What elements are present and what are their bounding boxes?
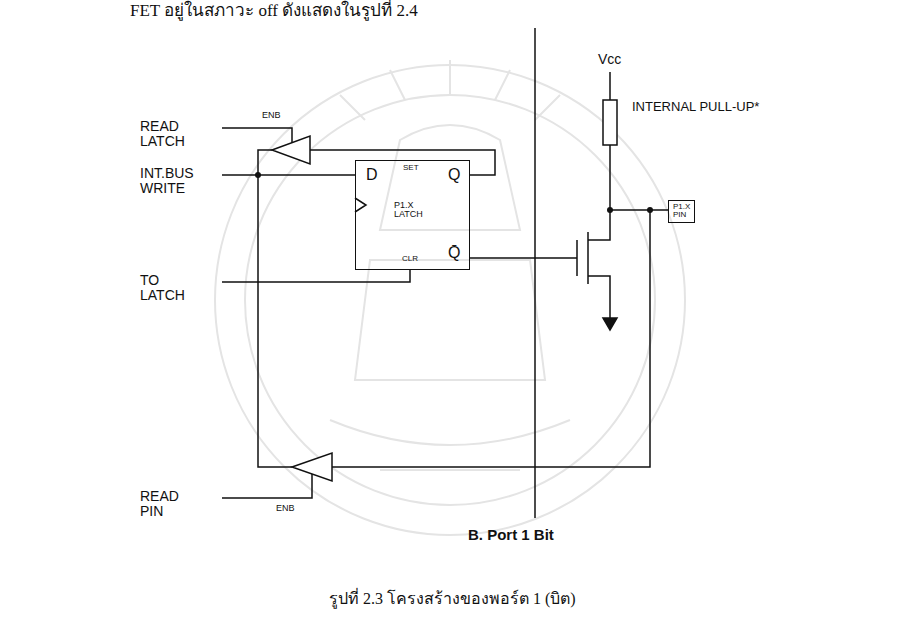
signal-name: TO LATCH [140,273,185,304]
figure-caption: รูปที่ 2.3 โครงสร้างของพอร์ต 1 (บิต) [329,590,576,608]
junction-dot [647,207,653,213]
pin-box: P1.X PIN [668,200,695,223]
watermark-emblem [330,60,570,470]
ground-arrow [603,318,617,330]
pin-name: SET [403,164,419,172]
enable-label: ENB [262,111,281,121]
gate-wire [470,240,577,276]
signal-name: INT.BUS WRITE [140,166,194,197]
buffer-symbol [272,136,310,164]
figure-subtitle: B. Port 1 Bit [468,527,554,544]
pin-name: Q̄ [448,245,460,262]
enable-label: ENB [276,504,295,514]
pin-wire [332,72,668,467]
resistor-symbol [603,100,617,145]
enable-wire [222,128,292,143]
pin-name: CLR [402,255,418,263]
pin-name: P1.X PIN [673,203,690,220]
divider-line [534,28,536,518]
latch-box: D SET Q P1.X LATCH CLR Q̄ [355,160,470,270]
signal-name: READ PIN [140,489,179,520]
latch-name: P1.X LATCH [394,201,423,220]
write-wire [222,174,355,176]
fet-symbol [588,210,610,318]
pin-name: D [366,167,378,184]
signal-name: READ LATCH [140,119,185,150]
junction-dot [255,172,261,178]
watermark-ring [215,65,685,535]
enable-wire [222,474,312,498]
body-text: FET อยู่ในสภาวะ off ดังแสดงในรูปที่ 2.4 [130,2,418,21]
q-feedback-wire [310,150,495,175]
junction-dot [607,207,613,213]
component-label: INTERNAL PULL-UP* [632,100,762,114]
clock-wire [222,270,410,282]
watermark-ring [245,95,655,505]
clock-mark [355,198,366,212]
watermark [215,60,685,535]
pin-name: Q [448,167,460,184]
supply-label: Vcc [598,52,621,67]
internal-bus-wire [258,150,292,467]
